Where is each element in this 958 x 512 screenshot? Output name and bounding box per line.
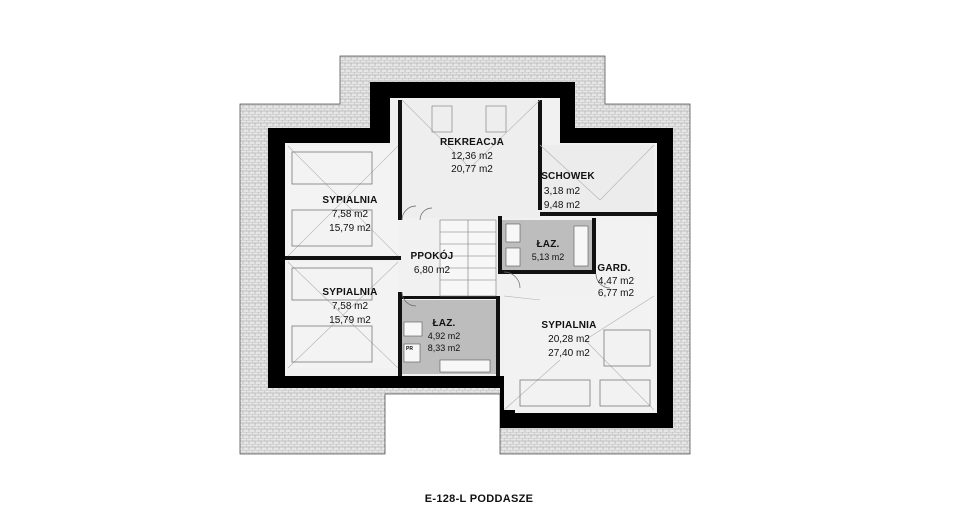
room-area-lazienka-top: 5,13 m2 [531,252,565,262]
drawing-caption: E-128-L PODDASZE [424,493,534,505]
room-name-garderoba: GARD. [597,263,631,274]
room-area-rekreacja-2: 20,77 m2 [451,164,493,175]
fixture-label-pr: PR [406,346,413,352]
room-name-lazienka-bottom: ŁAZ. [432,318,456,329]
room-name-schowek: SCHOWEK [541,171,595,182]
room-area-lazienka-bottom-2: 8,33 m2 [427,343,461,353]
room-name-rekreacja: REKREACJA [439,137,505,148]
room-area-garderoba-2: 6,77 m2 [597,288,635,299]
room-name-sypialnia-top-left: SYPIALNIA [322,195,378,206]
room-area-ppokoj: 6,80 m2 [413,265,451,276]
master-bedroom-floor [504,296,654,410]
room-name-sypialnia-main: SYPIALNIA [541,320,597,331]
room-name-lazienka-top: ŁAZ. [536,239,560,250]
wardrobe-floor [596,222,654,302]
room-area-rekreacja-1: 12,36 m2 [451,151,493,162]
room-area-schowek-2: 9,48 m2 [543,200,581,211]
recreation-floor [402,100,540,218]
room-area-lazienka-bottom-1: 4,92 m2 [427,331,461,341]
room-area-sypialnia-bottom-left-1: 7,58 m2 [331,301,369,312]
room-area-sypialnia-top-left-2: 15,79 m2 [329,223,371,234]
room-area-sypialnia-main-1: 20,28 m2 [548,334,590,345]
room-area-schowek-1: 3,18 m2 [543,186,581,197]
room-name-sypialnia-bottom-left: SYPIALNIA [322,287,378,298]
storage-floor [540,145,654,213]
room-name-ppokoj: PPOKÓJ [410,251,454,262]
room-area-sypialnia-bottom-left-2: 15,79 m2 [329,315,371,326]
room-area-garderoba-1: 4,47 m2 [597,276,635,287]
room-area-sypialnia-top-left-1: 7,58 m2 [331,209,369,220]
room-area-sypialnia-main-2: 27,40 m2 [548,348,590,359]
